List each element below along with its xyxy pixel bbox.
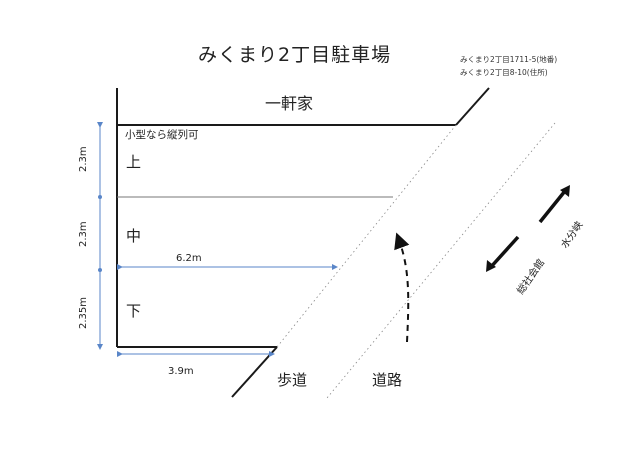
dim-tick-upper: [98, 195, 102, 199]
address-residence: みくまり2丁目8-10(住所): [460, 68, 548, 77]
house-label: 一軒家: [265, 94, 314, 113]
slot-upper-label: 上: [126, 153, 142, 171]
entry-path-arrow: [394, 232, 410, 343]
dim-width-top-label: 6.2m: [176, 253, 202, 264]
slot-lower-label: 下: [126, 302, 142, 320]
dim-tick-lower: [98, 268, 102, 272]
arrow-toward-right-destination: [538, 189, 567, 224]
parallel-parking-note: 小型なら縦列可: [125, 129, 199, 141]
arrow-head-right: [560, 185, 570, 197]
arrow-toward-left-destination: [488, 235, 520, 270]
dim-width-bottom-label: 3.9m: [168, 366, 194, 377]
dim-height-middle-label: 2.3m: [78, 221, 89, 247]
diagram-title: みくまり2丁目駐車場: [198, 44, 392, 66]
slot-middle-label: 中: [126, 227, 142, 245]
arrow-head-left: [486, 260, 496, 272]
dim-height-upper-label: 2.3m: [78, 146, 89, 172]
address-lot: みくまり2丁目1711-5(地番): [460, 55, 558, 64]
house-boundary-diagonal: [455, 87, 490, 126]
roadway-edge-dotted: [326, 122, 556, 399]
sidewalk-edge-dotted: [276, 124, 457, 348]
roadway-label: 道路: [372, 371, 403, 389]
sidewalk-label: 歩道: [277, 371, 308, 389]
dim-height-lower-label: 2.35m: [78, 296, 89, 329]
